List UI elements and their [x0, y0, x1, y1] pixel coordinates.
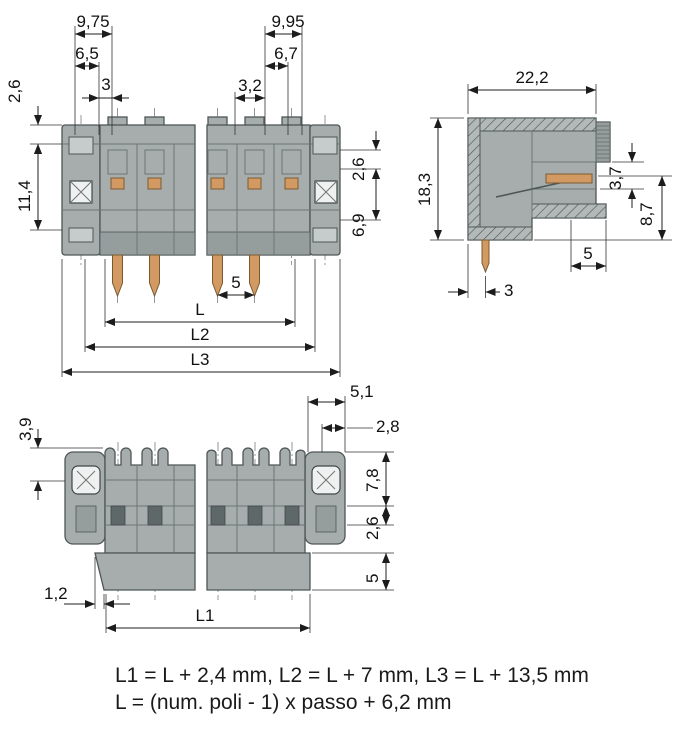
dim-label: 2,6	[363, 516, 382, 540]
dim-label: 5	[583, 244, 592, 263]
dim-label: 6,9	[349, 213, 368, 237]
contact-pin-section	[545, 173, 593, 184]
square-pin-mark-left	[69, 180, 93, 204]
dim-L: L	[104, 259, 296, 327]
solder-pin-side	[481, 239, 490, 274]
dim-label: 9,95	[271, 12, 304, 31]
dim-2-8: 2,8	[321, 417, 400, 452]
dim-label: 18,3	[415, 173, 434, 206]
dim-L1: L1	[105, 594, 311, 633]
front-view: 9,75 6,5 3 9,95 6,7 3,2	[5, 12, 381, 377]
dim-5-1: 5,1	[307, 382, 374, 452]
dim-label: L3	[191, 350, 210, 369]
dim-3-2: 3,2	[234, 76, 265, 135]
dim-label: 3,7	[606, 166, 625, 190]
dim-label: 6,5	[75, 44, 99, 63]
dim-9-75: 9,75	[74, 12, 113, 135]
dim-label: 5	[363, 574, 382, 583]
dim-5-side: 5	[570, 220, 607, 272]
dim-label: 3	[101, 75, 110, 94]
dim-22-2: 22,2	[467, 68, 597, 114]
dim-7-8: 7,8	[345, 451, 394, 507]
dim-pitch-5: 5	[217, 273, 255, 299]
connector-body-front	[61, 116, 341, 256]
dim-label: L1	[196, 606, 215, 625]
dim-3: 3	[82, 75, 129, 102]
dim-label: L	[195, 300, 204, 319]
formula-line-1: L1 = L + 2,4 mm, L2 = L + 7 mm, L3 = L +…	[115, 664, 589, 687]
base-plate-left	[94, 552, 196, 591]
dim-18-3: 18,3	[415, 117, 464, 241]
dim-11-4: 11,4	[15, 144, 62, 231]
dim-label: 5,1	[350, 382, 374, 401]
square-pin-mark-bottom-right	[311, 465, 341, 495]
section-hatch-top	[479, 117, 597, 132]
formula-line-2: L = (num. poli - 1) x passo + 6,2 mm	[115, 691, 452, 714]
dim-L2: L2	[84, 259, 316, 352]
section-hatch-bottom-left	[467, 226, 533, 241]
dim-label: 5	[231, 273, 240, 292]
contact-pin-face	[210, 177, 225, 190]
section-hatch-bottom-right	[531, 203, 607, 219]
contact-pin-face	[147, 177, 162, 190]
dim-6-5: 6,5	[75, 44, 100, 135]
dim-6-7: 6,7	[265, 44, 298, 135]
dim-label: 3,9	[16, 417, 35, 441]
dim-3-9: 3,9	[16, 417, 103, 500]
dim-L3: L3	[61, 259, 341, 377]
dim-label: 11,4	[15, 180, 34, 212]
dim-label: 9,75	[76, 12, 109, 31]
knurl-lines	[596, 125, 610, 159]
dim-8-7: 8,7	[534, 175, 672, 241]
side-view: 22,2 18,3 3,7 8,7 5	[415, 68, 672, 300]
contact-spring	[495, 181, 565, 198]
dim-label: 2,6	[5, 79, 24, 103]
square-pin-mark-bottom-left	[71, 465, 101, 495]
dim-label: 6,7	[274, 44, 298, 63]
dim-label: L2	[191, 325, 210, 344]
pole-group-left-bottom	[104, 447, 196, 554]
dim-2-6-right: 2,6	[340, 131, 381, 188]
dim-label: 2,6	[349, 157, 368, 181]
formula-notes: L1 = L + 2,4 mm, L2 = L + 7 mm, L3 = L +…	[115, 664, 589, 714]
dim-label: 22,2	[515, 68, 548, 87]
dim-label: 1,2	[44, 584, 68, 603]
dim-label: 3,2	[238, 76, 262, 95]
dim-2-6-bottom: 2,6	[347, 506, 394, 540]
square-pin-mark-right	[314, 180, 338, 204]
dim-2-6-left: 2,6	[5, 79, 62, 163]
bottom-view: 3,9 5,1 2,8 7,8 2,6 5	[16, 382, 400, 633]
dim-1-2: 1,2	[44, 557, 130, 609]
pole-group-right-bottom	[206, 447, 306, 554]
solder-pins	[112, 254, 260, 298]
contact-pin-face	[247, 177, 262, 190]
contact-pin-face	[284, 177, 299, 190]
dim-label: 3	[504, 281, 513, 300]
section-hatch-left	[467, 117, 481, 241]
dim-label: 8,7	[637, 202, 656, 226]
dim-6-9: 6,9	[340, 169, 381, 237]
contact-pin-face	[110, 177, 125, 190]
dim-label: 7,8	[363, 468, 382, 492]
base-plate-right	[206, 552, 311, 591]
dim-3-side: 3	[448, 244, 513, 300]
dim-5-bottom: 5	[312, 552, 394, 591]
dim-3-7: 3,7	[600, 143, 644, 208]
dim-9-95: 9,95	[264, 12, 305, 135]
dim-label: 2,8	[376, 417, 400, 436]
